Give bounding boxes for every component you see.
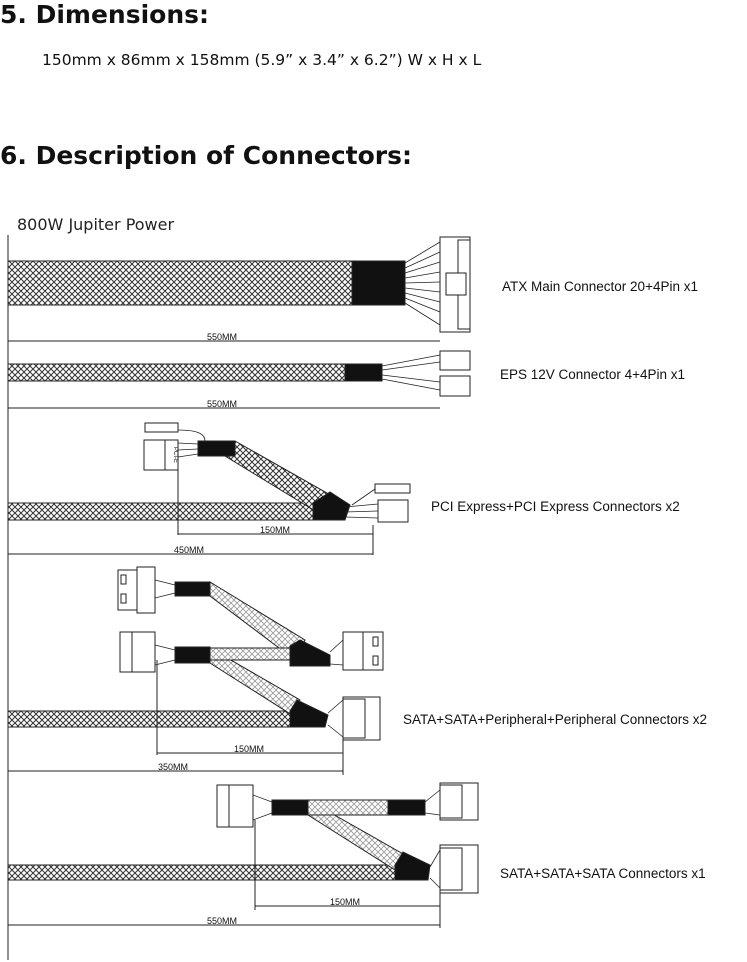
eps-length: 550MM <box>207 399 237 409</box>
pci-label: PCI Express+PCI Express Connectors x2 <box>431 499 680 514</box>
sata-peripheral-label: SATA+SATA+Peripheral+Peripheral Connecto… <box>403 712 707 727</box>
sata-cable <box>7 782 479 894</box>
pci-cable <box>7 422 411 523</box>
pci-branch-length: 150MM <box>260 525 290 535</box>
pci-length: 450MM <box>174 545 204 555</box>
dimensions-text: 150mm x 86mm x 158mm (5.9” x 3.4” x 6.2”… <box>42 51 482 69</box>
atx-length: 550MM <box>207 332 237 342</box>
diagram-title: 800W Jupiter Power <box>17 215 174 234</box>
pcie-marking: PCI-E <box>172 447 178 463</box>
atx-label: ATX Main Connector 20+4Pin x1 <box>502 279 698 294</box>
eps-label: EPS 12V Connector 4+4Pin x1 <box>500 367 685 382</box>
sata-peripheral-length: 350MM <box>158 762 188 772</box>
eps-cable <box>7 350 471 397</box>
atx-cable <box>7 236 471 333</box>
sata-length: 550MM <box>207 916 237 926</box>
sata-peripheral-cable <box>7 566 384 741</box>
sata-peripheral-branch-length: 150MM <box>234 744 264 754</box>
section-5-heading: 5. Dimensions: <box>0 0 210 29</box>
section-6-heading: 6. Description of Connectors: <box>0 141 412 170</box>
sata-branch-length: 150MM <box>330 897 360 907</box>
sata-label: SATA+SATA+SATA Connectors x1 <box>500 866 706 881</box>
